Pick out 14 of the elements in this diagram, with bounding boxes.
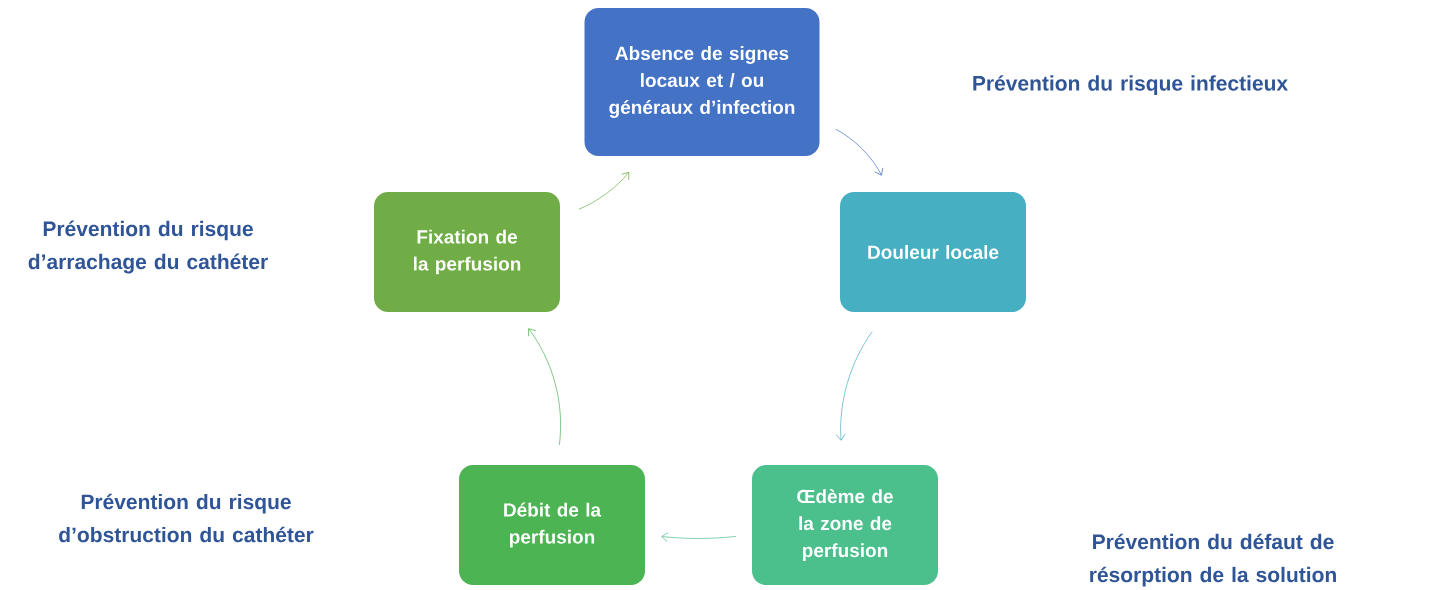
process-box: Absence de signes locaux et / ou généraux d’infection [584, 8, 820, 156]
annotation-text: Prévention du risque infectieux [973, 75, 1288, 95]
annotation-text: Prévention du risque d’obstruction du cathéter [59, 493, 314, 543]
annotation-text: Prévention du risque d’arrachage du cathéter [28, 220, 268, 274]
process-box: Douleur locale [840, 192, 1026, 312]
arrow [661, 532, 737, 542]
process-box: Œdème de la zone de perfusion [752, 465, 938, 585]
arrow [578, 171, 630, 210]
arrow [528, 328, 561, 446]
arrow [835, 128, 884, 176]
process-box: Débit de la perfusion [459, 465, 645, 585]
arrow [835, 331, 873, 441]
process-box: Fixation de la perfusion [374, 192, 560, 312]
annotation-text: Prévention du défaut de résorption de la solution [1090, 533, 1336, 587]
